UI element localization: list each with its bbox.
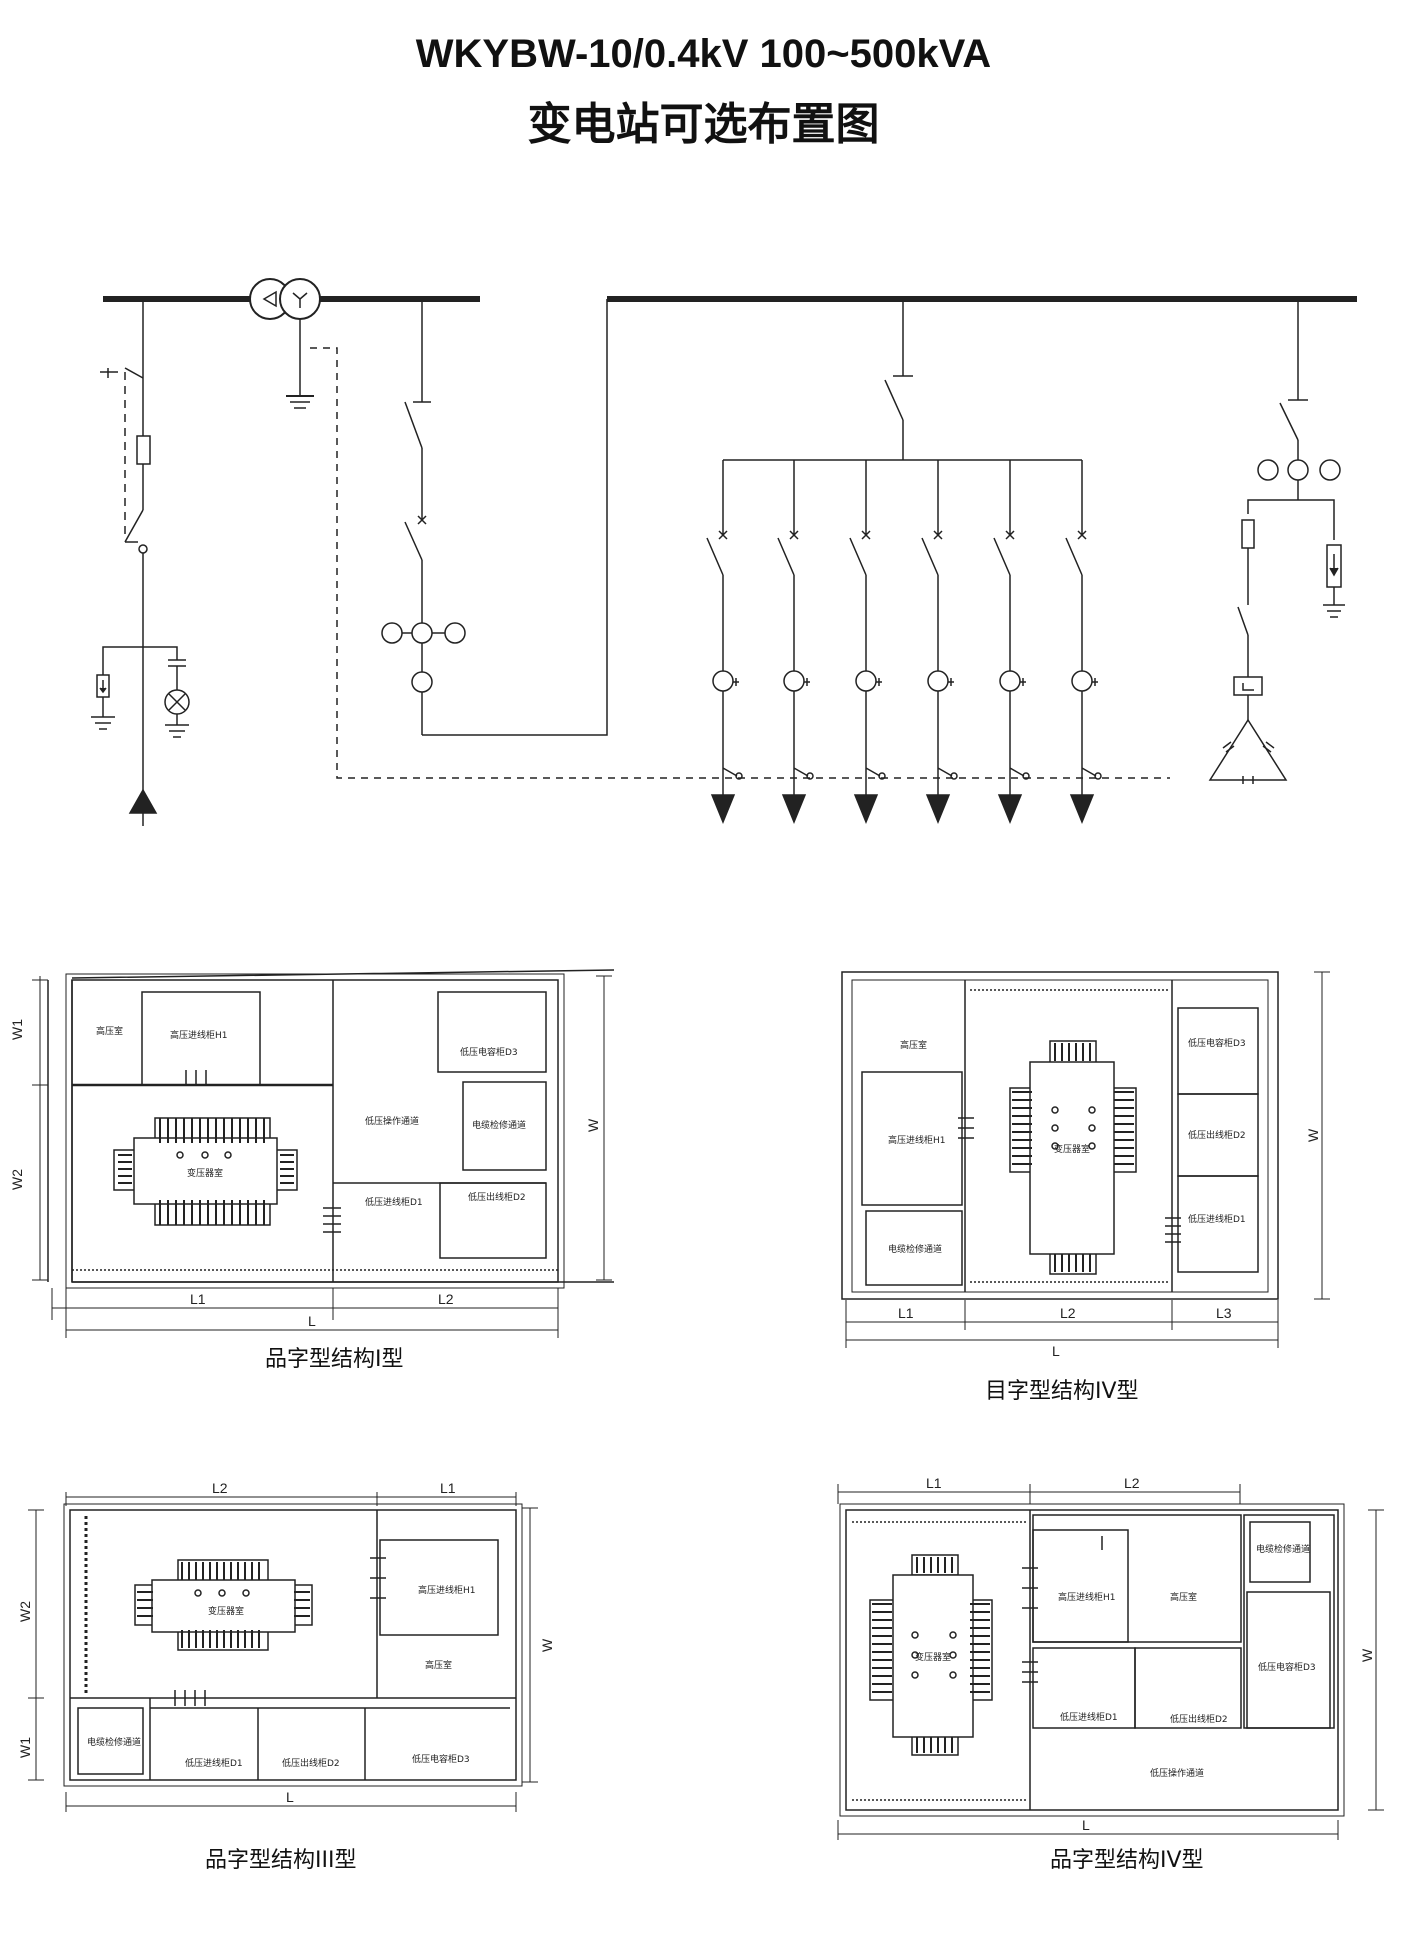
dimension-label: L2 — [1060, 1305, 1076, 1321]
room-label: 高压室 — [96, 1025, 123, 1037]
room-label: 低压出线柜D2 — [1170, 1713, 1228, 1725]
lv-outgoing-feeders — [723, 299, 1082, 461]
transformer-unit — [869, 1554, 993, 1756]
dimension-label: W2 — [17, 1601, 33, 1622]
layout-pin-type-3 — [28, 1492, 538, 1812]
dimension-label: W — [1359, 1648, 1375, 1662]
layout-caption: 品字型结构I型 — [265, 1347, 404, 1372]
diagram-title-model: WKYBW-10/0.4kV 100~500kVA — [415, 32, 992, 76]
dimension-label: L1 — [190, 1291, 206, 1307]
room-label: 低压进线柜D1 — [1060, 1711, 1118, 1723]
dimension-label: L1 — [898, 1305, 914, 1321]
layout-caption: 品字型结构IV型 — [1050, 1848, 1204, 1873]
room-label: 低压进线柜D1 — [1188, 1213, 1246, 1225]
transformer-symbol — [249, 278, 321, 320]
lv-outgoing-feeder — [706, 460, 743, 824]
room-label: 低压电容柜D3 — [1188, 1037, 1246, 1049]
room-label: 低压电容柜D3 — [1258, 1661, 1316, 1673]
dimension-label: W1 — [17, 1737, 33, 1758]
transformer-unit — [1009, 1040, 1137, 1275]
room-label: 低压电容柜D3 — [460, 1046, 518, 1058]
transformer-unit — [113, 1117, 298, 1226]
dimension-label: L1 — [926, 1475, 942, 1491]
layout-caption: 目字型结构IV型 — [985, 1379, 1139, 1404]
dimension-label: L — [286, 1789, 294, 1805]
layout-pin-type-4 — [837, 1484, 1384, 1840]
dimension-label: L1 — [440, 1480, 456, 1496]
room-label: 低压出线柜D2 — [282, 1757, 340, 1769]
room-label: 电缆检修通道 — [472, 1119, 526, 1131]
room-label: 变压器室 — [1054, 1143, 1090, 1155]
dimension-label: L2 — [212, 1480, 228, 1496]
room-label: 变压器室 — [208, 1605, 244, 1617]
lv-outgoing-feeder — [849, 460, 886, 824]
room-label: 低压操作通道 — [1150, 1767, 1204, 1779]
room-label: 变压器室 — [187, 1167, 223, 1179]
dimension-label: L2 — [438, 1291, 454, 1307]
layout-caption: 品字型结构III型 — [205, 1848, 356, 1873]
room-label: 高压进线柜H1 — [1058, 1591, 1116, 1603]
room-label: 高压室 — [1170, 1591, 1197, 1603]
dimension-label: L2 — [1124, 1475, 1140, 1491]
dimension-label: W — [1305, 1128, 1321, 1142]
layout-mu-type-4 — [841, 971, 1330, 1348]
room-label: 高压室 — [425, 1659, 452, 1671]
lv-outgoing-feeder — [1065, 460, 1102, 824]
transformer-unit — [134, 1559, 313, 1651]
room-label: 低压出线柜D2 — [1188, 1129, 1246, 1141]
single-line-schematic — [91, 278, 1357, 826]
room-label: 低压进线柜D1 — [365, 1196, 423, 1208]
lv-outgoing-feeder — [993, 460, 1030, 824]
layout-pin-type-1 — [32, 969, 615, 1338]
room-label: 变压器室 — [915, 1651, 951, 1663]
dimension-label: L — [308, 1313, 316, 1329]
dimension-label: L — [1052, 1343, 1060, 1359]
dimension-label: W1 — [9, 1019, 25, 1040]
room-label: 高压进线柜H1 — [418, 1584, 476, 1596]
room-label: 高压进线柜H1 — [170, 1029, 228, 1041]
lv-incomer-branch — [381, 299, 608, 736]
room-label: 低压电容柜D3 — [412, 1753, 470, 1765]
room-label: 低压操作通道 — [365, 1115, 419, 1127]
lv-outgoing-feeder — [777, 460, 814, 824]
room-label: 电缆检修通道 — [888, 1243, 942, 1255]
room-label: 高压进线柜H1 — [888, 1134, 946, 1146]
room-label: 低压出线柜D2 — [468, 1191, 526, 1203]
dimension-label: L — [1082, 1817, 1090, 1833]
diagram-title-subtitle: 变电站可选布置图 — [527, 99, 880, 150]
capacitor-compensation-branch — [1208, 299, 1345, 784]
dimension-label: W — [539, 1638, 555, 1652]
dimension-label: W — [585, 1118, 601, 1132]
lv-outgoing-feeder — [921, 460, 958, 824]
room-label: 低压进线柜D1 — [185, 1757, 243, 1769]
room-label: 高压室 — [900, 1039, 927, 1051]
room-label: 电缆检修通道 — [87, 1736, 141, 1748]
hv-incoming-feeder — [91, 299, 190, 826]
dimension-label: W2 — [9, 1169, 25, 1190]
dimension-label: L3 — [1216, 1305, 1232, 1321]
room-label: 电缆检修通道 — [1256, 1543, 1310, 1555]
